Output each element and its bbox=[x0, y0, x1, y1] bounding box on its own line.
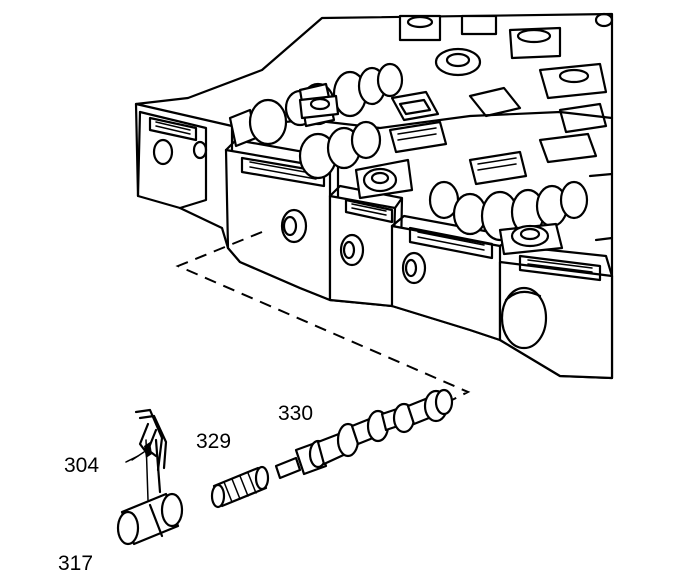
spring-329 bbox=[210, 465, 270, 509]
label-330: 330 bbox=[278, 402, 313, 425]
upper-ports bbox=[192, 12, 614, 242]
valve-spool-330 bbox=[274, 388, 454, 480]
assembly-guide-line bbox=[175, 231, 471, 401]
label-317: 317 bbox=[58, 552, 93, 575]
bore-plug-317 bbox=[116, 492, 184, 546]
valve-body-casting bbox=[134, 12, 614, 380]
retaining-clip-304 bbox=[131, 408, 168, 494]
label-329: 329 bbox=[196, 430, 231, 453]
internal-spools bbox=[228, 62, 589, 256]
label-304: 304 bbox=[64, 454, 99, 477]
